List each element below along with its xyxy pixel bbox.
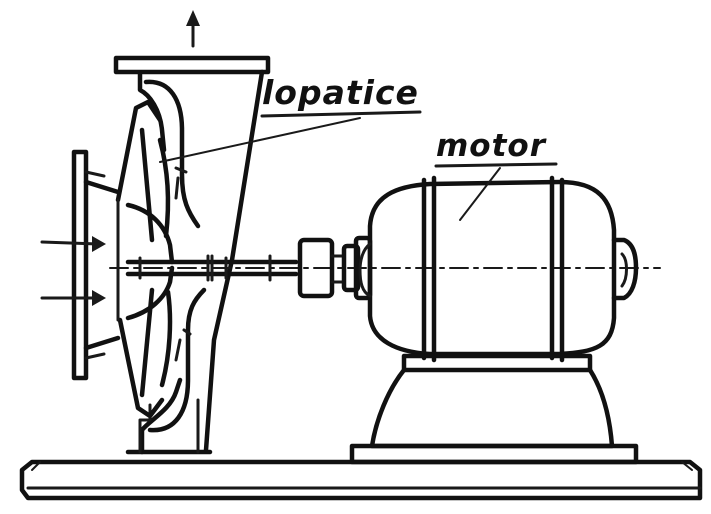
pump-casing xyxy=(40,10,271,455)
label-blades: lopatice xyxy=(159,73,422,163)
shaft xyxy=(109,254,661,282)
outlet-arrow-icon xyxy=(186,10,200,48)
impeller-blades xyxy=(139,127,192,398)
label-motor: motor xyxy=(434,128,558,221)
label-blades-text: lopatice xyxy=(262,73,419,112)
motor xyxy=(349,175,639,465)
base-plate xyxy=(19,459,703,501)
coupling xyxy=(297,235,373,301)
inlet-arrow-icon xyxy=(40,236,106,252)
label-motor-text: motor xyxy=(436,128,547,164)
inlet-arrow-icon xyxy=(40,290,106,306)
